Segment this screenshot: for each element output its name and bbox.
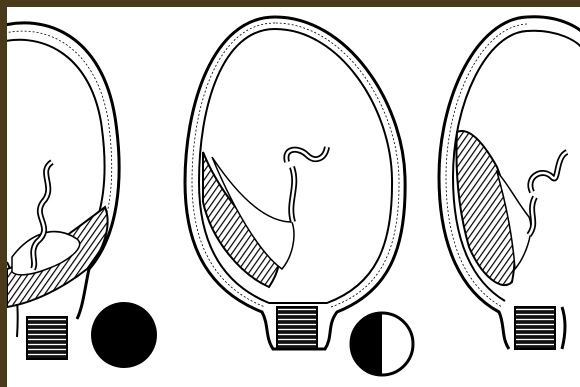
right-panel — [439, 17, 580, 349]
illustration-frame — [7, 7, 580, 387]
middle-indicator-circle — [351, 313, 413, 375]
right-umbilical-cord — [529, 152, 567, 235]
middle-panel — [185, 17, 413, 375]
right-cervix — [515, 307, 555, 349]
left-cervix — [27, 317, 67, 359]
uterus-illustration — [7, 7, 580, 387]
left-indicator-circle — [91, 302, 157, 368]
right-lower-wall — [562, 307, 565, 349]
left-panel — [7, 23, 157, 368]
middle-cervix — [277, 307, 317, 349]
